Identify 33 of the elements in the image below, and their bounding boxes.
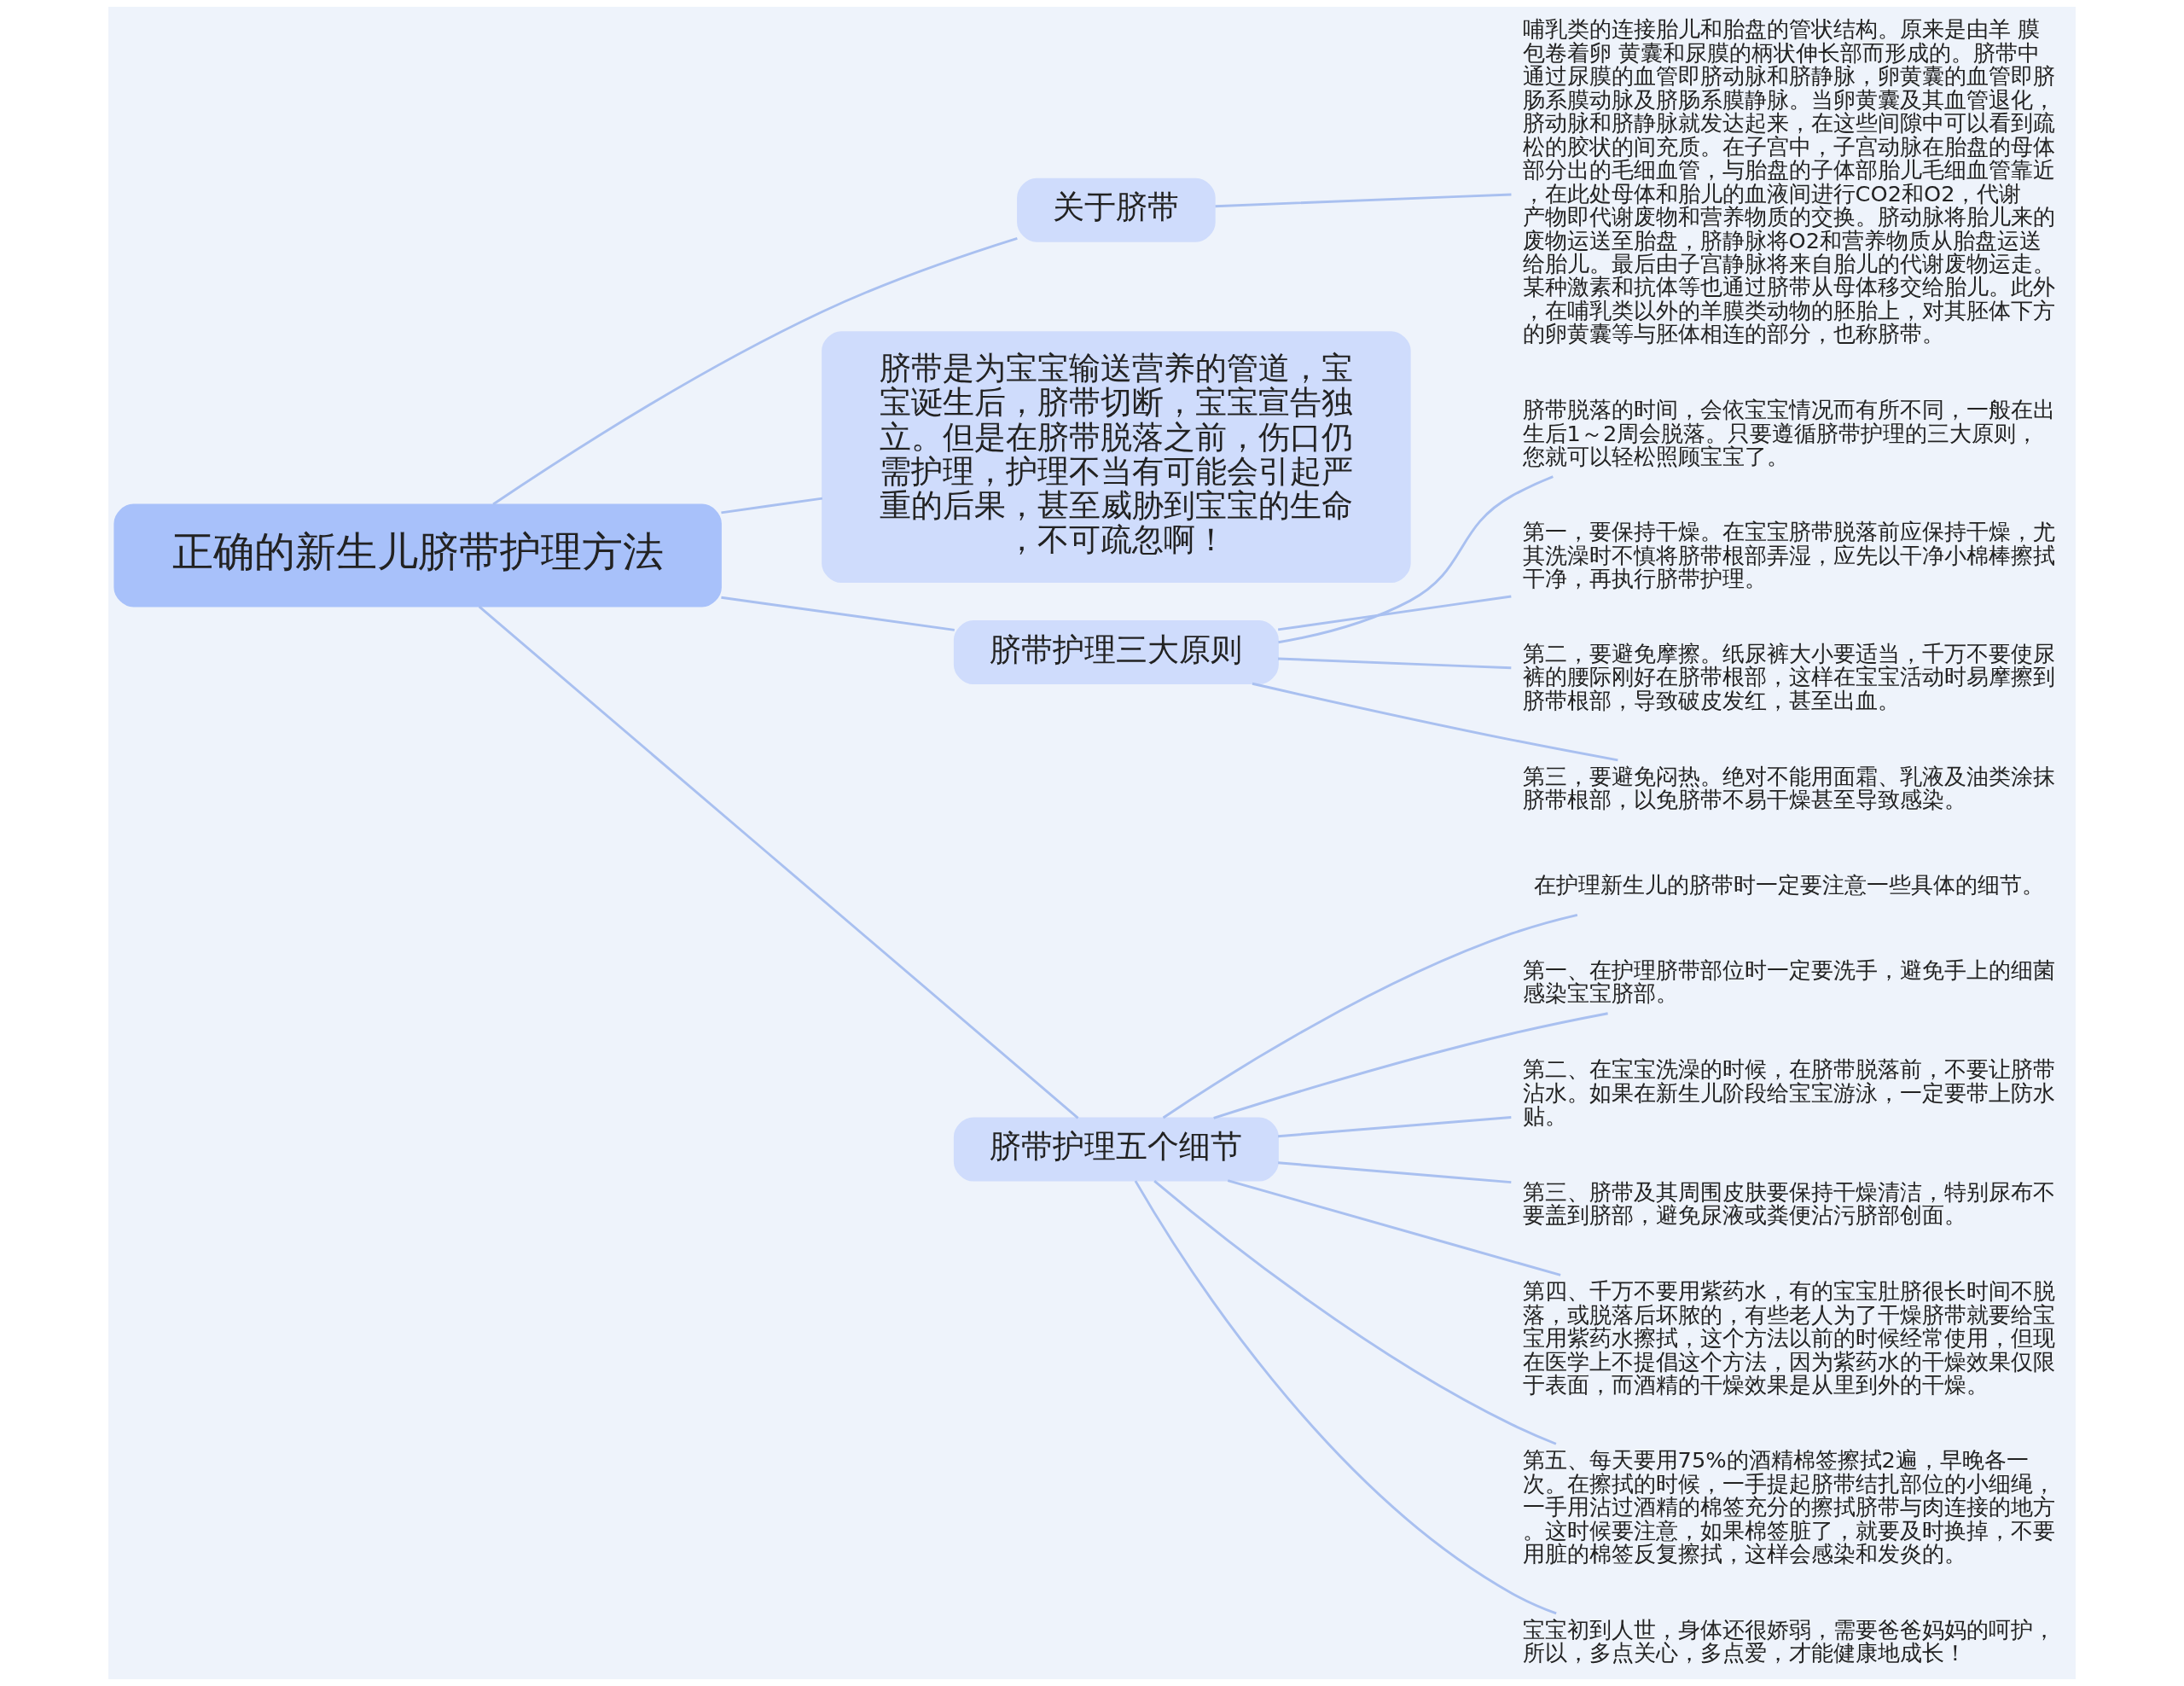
connector: [1162, 913, 1578, 1119]
connector: [1278, 657, 1512, 670]
node-text: 哺乳类的连接胎儿和胎盘的管状结构。原来是由羊 膜包卷着卵 黄囊和尿膜的柄状伸长部而形成的。脐带中通过尿膜的血管即脐动脉和脐静脉，卵黄囊的血管即脐肠系膜动脉及脐肠系膜静脉。当卵黄囊及其血管退化，脐动脉和脐静脉就发达起来，在这些间隙中可以看到疏松的胶状的间充质。在子宫中，子宫动脉在胎盘的母体部分出的毛细血管，与胎盘的子体部胎儿毛细血管靠近，在此处母体和胎儿的血液间进行CO2和O2，代谢产物即代谢废物和营养物质的交换。脐动脉将胎儿来的废物运送至胎盘，脐静脉将O2和营养物质从胎盘运送给胎儿。最后由子宫静脉将来自胎儿的代谢废物运走。某种激素和抗体等也通过脐带从母体移交给胎儿。此外，在哺乳类以外的羊膜类动物的胚胎上，对其胚体下方的卵黄囊等与胚体相连的部分，也称脐带。: [1522, 16, 2055, 347]
node-text: 第三、脐带及其周围皮肤要保持干燥清洁，特别尿布不要盖到脐部，避免尿液或粪便沾污脐部创面。: [1522, 1178, 2055, 1229]
node-box: 正确的新生儿脐带护理方法: [113, 503, 722, 608]
connector: [492, 236, 1018, 506]
node-text: 第一、在护理脐带部位时一定要洗手，避免手上的细菌感染宝宝脐部。: [1522, 956, 2055, 1007]
connector: [1278, 1161, 1512, 1184]
connector: [721, 596, 955, 631]
connector: [1278, 475, 1554, 644]
connector: [1213, 1012, 1608, 1119]
node-text: 第五、每天要用75%的酒精棉签擦拭2遍，早晚各一次。在擦拭的时候，一手提起脐带结扎部位的小细绳，一手用沾过酒精的棉签充分的擦拭脐带与肉连接的地方。这时候要注意，如果棉签脏了，就要及时换掉，不要用脏的棉签反复擦拭，这样会感染和发炎的。: [1522, 1447, 2055, 1567]
node-text: 第一，要保持干燥。在宝宝脐带脱落前应保持干燥，尤其洗澡时不慎将脐带根部弄湿，应先以干净小棉棒擦拭干净，再执行脐带护理。: [1522, 519, 2055, 592]
node-box: 脐带护理五个细节: [953, 1117, 1279, 1182]
connector: [1252, 682, 1618, 762]
connector: [1153, 1179, 1557, 1445]
connector: [1277, 595, 1512, 631]
node-text: 脐带脱落的时间，会依宝宝情况而有所不同，一般在出生后1～2周会脱落。只要遵循脐带护理的三大原则，您就可以轻松照顾宝宝了。: [1522, 397, 2055, 470]
connector: [1134, 1180, 1557, 1615]
connector: [1278, 1115, 1512, 1138]
node-text: 第二，要避免摩擦。纸尿裤大小要适当，千万不要使尿裤的腰际刚好在脐带根部，这样在宝宝活动时易摩擦到脐带根部，导致破皮发红，甚至出血。: [1522, 640, 2055, 713]
node-box: 关于脐带: [1017, 177, 1216, 242]
connector: [721, 497, 823, 515]
connector: [478, 605, 1079, 1119]
node-text: 在护理新生儿的脐带时一定要注意一些具体的细节。: [1534, 872, 2045, 898]
connector: [1215, 193, 1512, 208]
node-text: 宝宝初到人世，身体还很娇弱，需要爸爸妈妈的呵护，所以，多点关心，多点爱，才能健康地成长！: [1522, 1616, 2055, 1666]
node-text: 第二、在宝宝洗澡的时候，在脐带脱落前，不要让脐带沾水。如果在新生儿阶段给宝宝游泳，一定要带上防水贴。: [1522, 1056, 2055, 1130]
node-text: 第三，要避免闷热。绝对不能用面霜、乳液及油类涂抹脐带根部，以免脐带不易干燥甚至导致感染。: [1522, 763, 2055, 813]
node-box: 脐带护理三大原则: [953, 620, 1279, 685]
node-text: 第四、千万不要用紫药水，有的宝宝肚脐很长时间不脱落，或脱落后坏脓的，有些老人为了干燥脐带就要给宝宝用紫药水擦拭，这个方法以前的时候经常使用，但现在医学上不提倡这个方法，因为紫药水的干燥效果仅限于表面，而酒精的干燥效果是从里到外的干燥。: [1522, 1278, 2055, 1398]
node-box: 脐带是为宝宝输送营养的管道，宝宝诞生后，脐带切断，宝宝宣告独立。但是在脐带脱落之前，伤口仍需护理，护理不当有可能会引起严重的后果，甚至威胁到宝宝的生命，不可疏忽啊！: [822, 331, 1411, 584]
connector: [1227, 1179, 1561, 1276]
